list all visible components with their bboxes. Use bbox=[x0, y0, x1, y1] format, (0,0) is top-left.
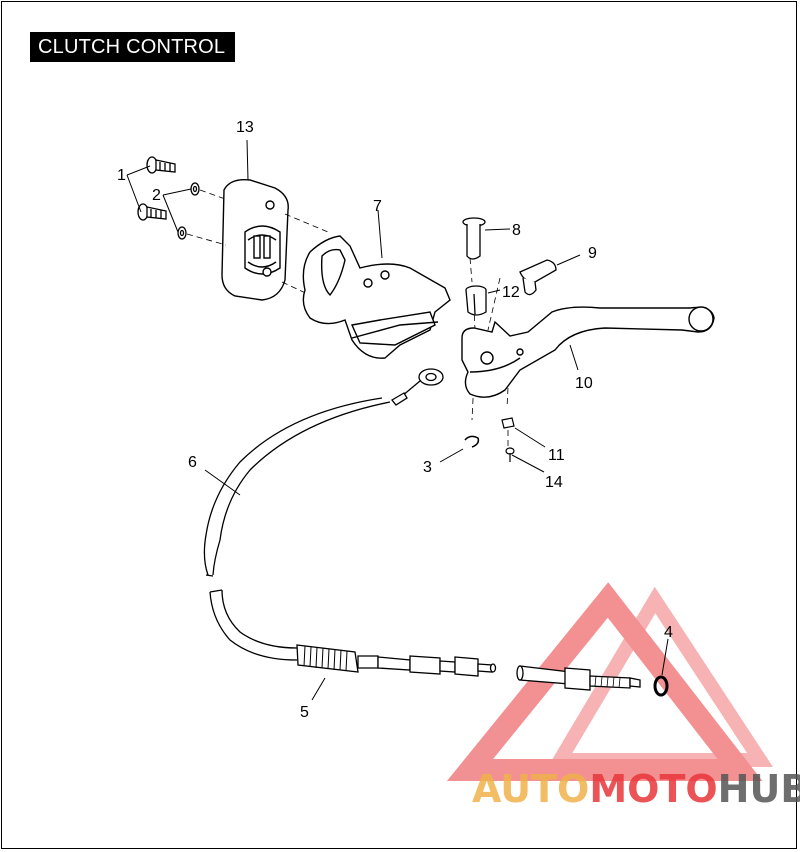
callout-11: 11 bbox=[548, 447, 565, 464]
callout-4: 4 bbox=[664, 624, 673, 641]
callout-10: 10 bbox=[575, 375, 593, 392]
callout-5: 5 bbox=[300, 704, 309, 721]
watermark-auto: AUTO bbox=[472, 767, 589, 811]
watermark-text: AUTOMOTOHUB bbox=[472, 767, 800, 811]
callout-labels: 1 2 3 4 5 6 7 8 9 10 11 12 13 14 bbox=[117, 119, 673, 721]
watermark-moto: MOTO bbox=[589, 767, 717, 811]
watermark-hub: HUB bbox=[718, 767, 800, 811]
callout-14: 14 bbox=[545, 474, 563, 491]
callout-9: 9 bbox=[588, 245, 597, 262]
retaining-clip-part bbox=[464, 435, 480, 448]
callout-8: 8 bbox=[512, 222, 521, 239]
callout-12: 12 bbox=[502, 284, 520, 301]
small-pin-part bbox=[501, 417, 515, 429]
screw-part bbox=[137, 156, 176, 221]
pivot-pin-part bbox=[462, 217, 486, 260]
svg-text:AUTOMOTOHUB: AUTOMOTOHUB bbox=[472, 767, 800, 811]
lever-bracket-part bbox=[302, 235, 451, 359]
page-title: CLUTCH CONTROL bbox=[30, 32, 236, 62]
callout-7: 7 bbox=[373, 198, 382, 215]
clutch-cable-part bbox=[203, 368, 641, 691]
interlock-switch-part bbox=[519, 259, 557, 296]
small-screw-part bbox=[505, 447, 515, 462]
callout-6: 6 bbox=[188, 454, 197, 471]
callout-3: 3 bbox=[423, 459, 432, 476]
o-ring-part bbox=[653, 675, 669, 697]
callout-2: 2 bbox=[152, 187, 161, 204]
bushing-part bbox=[465, 285, 487, 316]
clutch-lever-part bbox=[461, 306, 715, 398]
clamp-cover-part bbox=[221, 179, 289, 301]
washer-part bbox=[177, 182, 200, 240]
callout-13: 13 bbox=[236, 119, 254, 136]
callout-1: 1 bbox=[117, 167, 126, 184]
